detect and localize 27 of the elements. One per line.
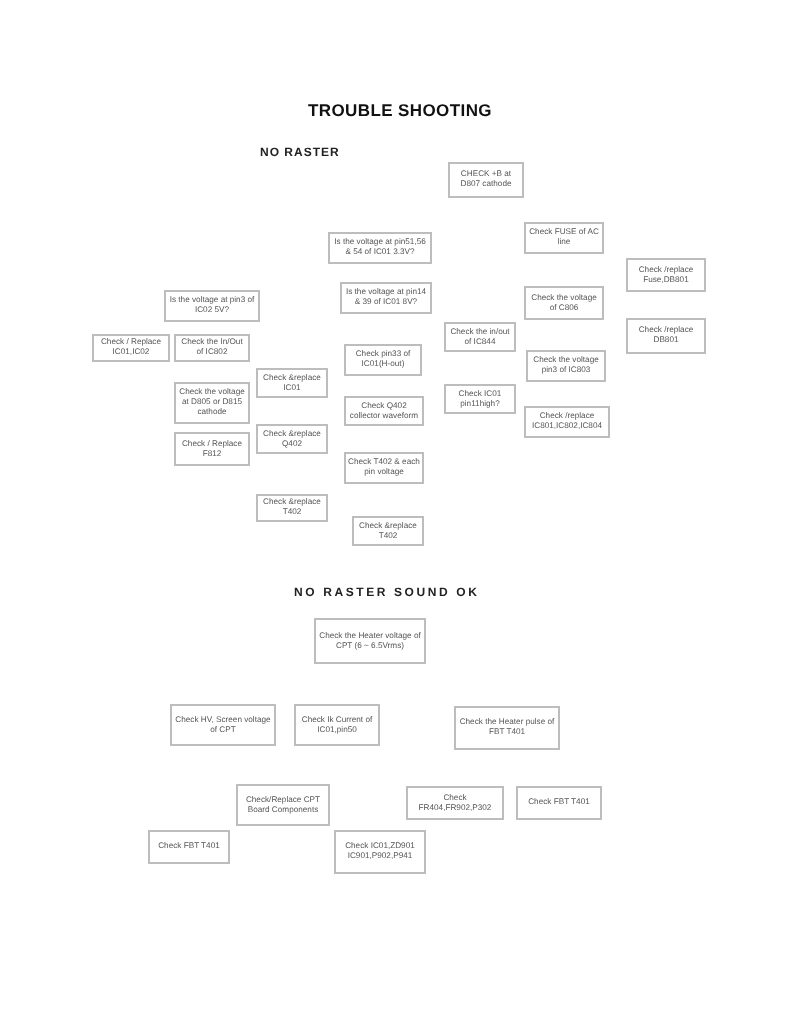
process-box	[344, 452, 424, 484]
process-box	[406, 786, 504, 820]
process-box	[294, 704, 380, 746]
process-box	[170, 704, 276, 746]
process-box	[444, 384, 516, 414]
process-box	[526, 350, 606, 382]
process-box	[174, 432, 250, 466]
process-box	[92, 334, 170, 362]
process-box	[516, 786, 602, 820]
process-box	[454, 706, 560, 750]
process-box	[626, 258, 706, 292]
process-box	[334, 830, 426, 874]
process-box	[148, 830, 230, 864]
process-box	[344, 344, 422, 376]
diagram-title: TROUBLE SHOOTING	[308, 100, 492, 120]
process-box	[174, 334, 250, 362]
process-box	[524, 406, 610, 438]
process-box	[524, 222, 604, 254]
process-box	[626, 318, 706, 354]
process-box	[448, 162, 524, 198]
process-box	[328, 232, 432, 264]
process-box	[256, 494, 328, 522]
process-box	[340, 282, 432, 314]
process-box	[524, 286, 604, 320]
process-box	[164, 290, 260, 322]
process-box	[236, 784, 330, 826]
process-box	[314, 618, 426, 664]
